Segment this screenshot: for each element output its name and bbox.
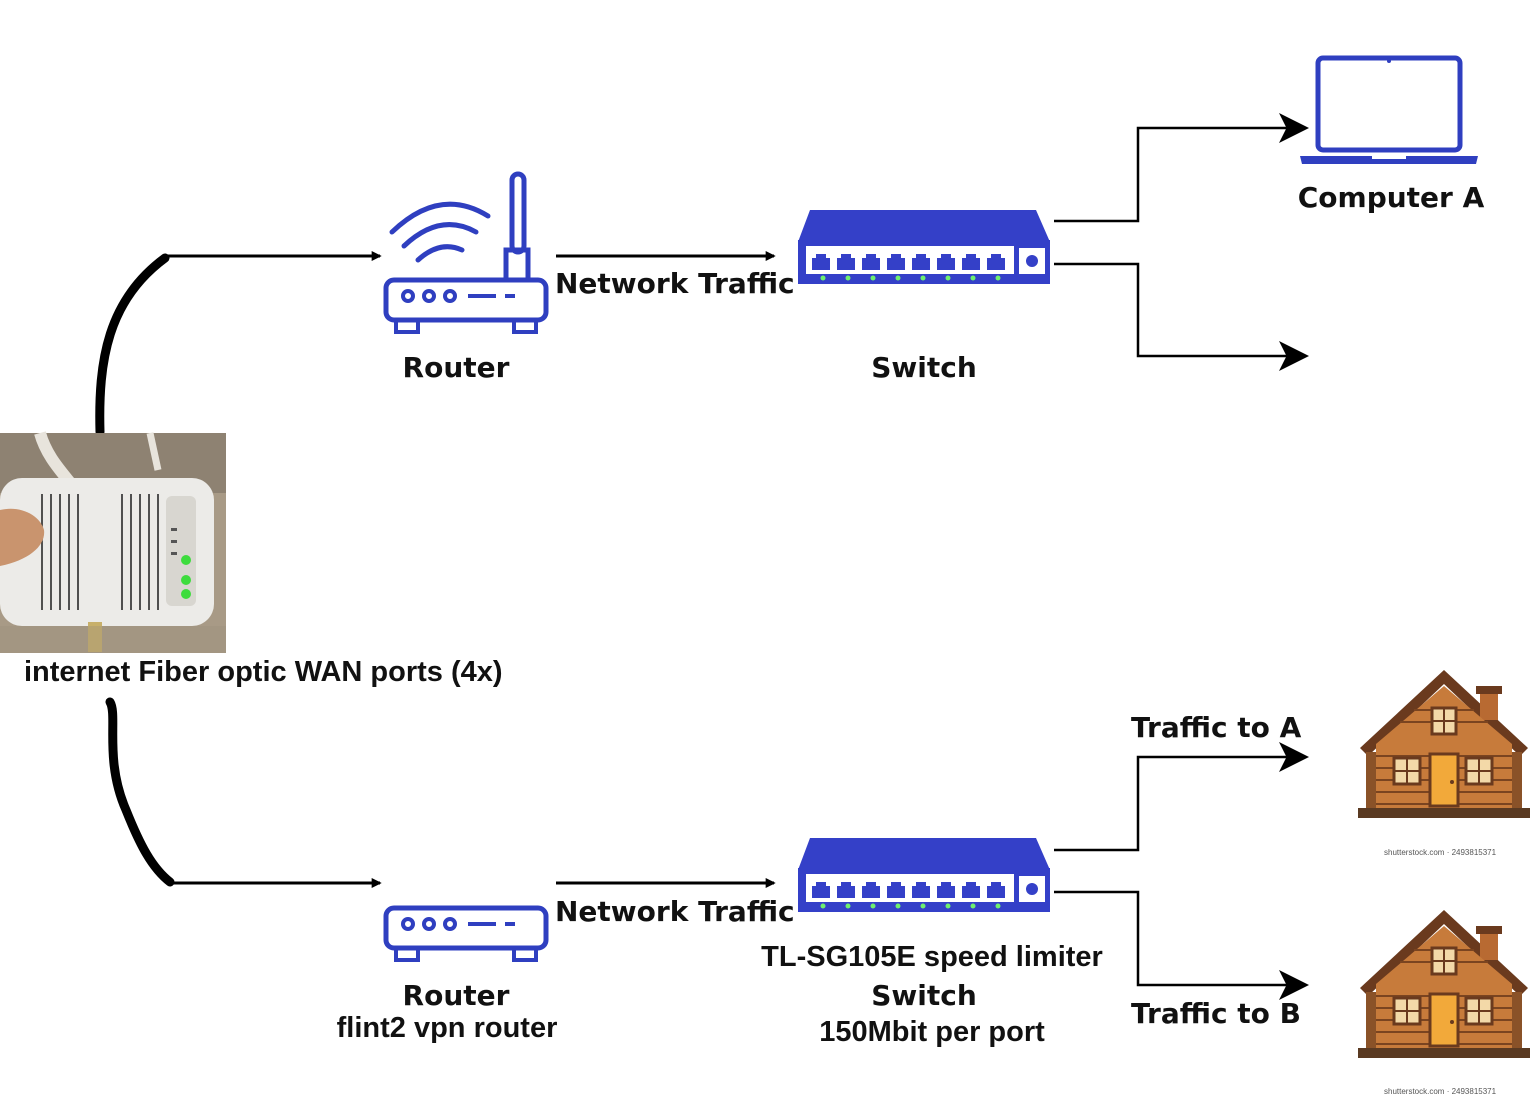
watermark-house-a: shutterstock.com · 2493815371 [1384, 848, 1497, 857]
modem-caption-rest: Fiber optic WAN ports (4x) [138, 656, 503, 688]
switch-title-bottom: TL-SG105E speed limiter [761, 941, 1103, 973]
fiber-cable-bottom [105, 697, 175, 887]
router-label-top: Router [402, 351, 510, 384]
router-icon [386, 171, 546, 332]
traffic-label-top: Network Traffic [555, 267, 795, 300]
switch-speed-label: 150Mbit per port [819, 1016, 1045, 1048]
vpn-router-label: flint2 vpn router [336, 1012, 558, 1044]
traffic-to-b-label: Traffic to B [1131, 997, 1302, 1030]
house-a-icon [1356, 668, 1532, 820]
line-switch-to-house-a [1054, 742, 1309, 852]
watermark-house-b: shutterstock.com · 2493815371 [1384, 1087, 1497, 1096]
vpn-router-icon [386, 908, 546, 960]
modem-caption: internet Fiber optic WAN ports (4x) [24, 656, 503, 689]
computer-a-label: Computer A [1297, 181, 1485, 214]
modem-photo [0, 431, 226, 653]
traffic-label-bottom: Network Traffic [555, 895, 795, 928]
line-switch-to-computer [1054, 113, 1309, 223]
switch-label-top: Switch [871, 351, 977, 384]
line-switch-to-port2 [1054, 262, 1309, 371]
switch-label-bottom: Switch [871, 979, 977, 1012]
fiber-cable-top [95, 253, 170, 437]
switch-icon [798, 210, 1050, 284]
modem-caption-prefix: internet [24, 656, 131, 688]
line-switch-to-house-b [1054, 890, 1309, 1000]
laptop-icon [1300, 55, 1478, 164]
router-label-bottom: Router [402, 979, 510, 1012]
traffic-to-a-label: Traffic to A [1131, 711, 1302, 744]
speed-limiter-switch-icon [798, 838, 1050, 912]
house-b-icon [1356, 908, 1532, 1060]
